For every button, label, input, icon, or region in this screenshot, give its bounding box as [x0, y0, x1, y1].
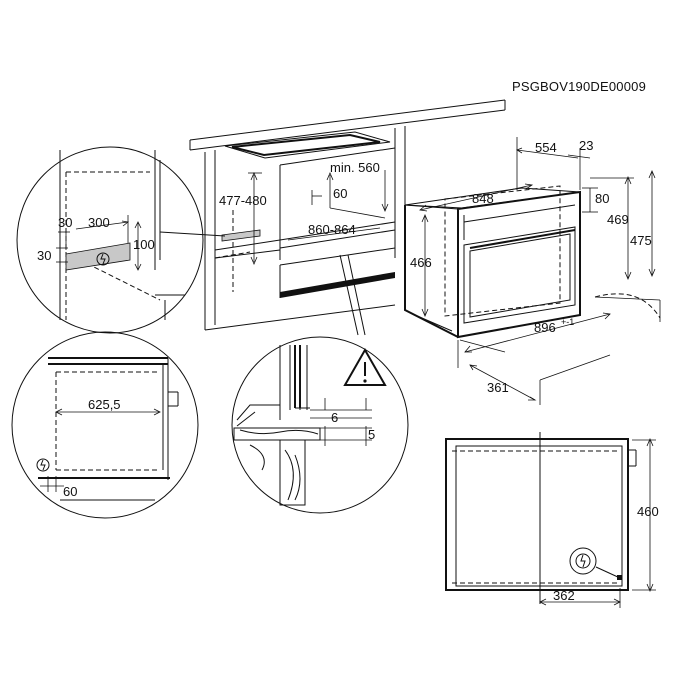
dim-appliance-469: 469: [590, 175, 634, 281]
power-outlet-icon: [575, 553, 591, 569]
label-23: 23: [579, 138, 593, 153]
oven-appliance: [404, 185, 581, 339]
dim-appliance-554: 554: [516, 137, 579, 190]
label-466: 466: [410, 255, 432, 270]
label-475: 475: [630, 233, 652, 248]
dim-appliance-475: 475: [630, 169, 656, 278]
dim-socket-30h: 30: [58, 215, 72, 250]
figure-code: PSGBOV190DE00009: [512, 79, 646, 94]
label-80: 80: [595, 191, 609, 206]
label-554: 554: [535, 140, 557, 155]
dim-appliance-896: 896 +-1: [459, 293, 661, 353]
rear-view: [445, 432, 637, 604]
power-outlet-icon: [36, 458, 50, 472]
label-socket-100: 100: [133, 237, 155, 252]
label-niche-depth: min. 560: [330, 160, 380, 175]
power-outlet-icon: [96, 252, 110, 266]
kitchen-cabinet: [189, 99, 506, 331]
label-niche-height: 477-480: [219, 193, 267, 208]
label-socket-30v: 30: [37, 248, 51, 263]
dim-rear-height: 460: [632, 437, 659, 593]
dim-recess: 60: [311, 186, 347, 205]
dim-appliance-23: 23: [567, 138, 593, 190]
dim-rear-width: 362: [539, 588, 621, 608]
dim-side-offset: 60: [40, 476, 77, 499]
label-recess: 60: [333, 186, 347, 201]
dim-appliance-361: 361: [457, 340, 611, 405]
label-socket-300: 300: [88, 215, 110, 230]
dim-niche-width: 860-864: [287, 222, 381, 241]
label-848: 848: [472, 191, 494, 206]
dim-niche-depth: min. 560: [326, 160, 389, 219]
dim-socket-100: 100: [133, 221, 155, 271]
label-rear-height: 460: [637, 504, 659, 519]
label-361: 361: [487, 380, 509, 395]
dim-appliance-80: 80: [582, 187, 609, 213]
dim-side-width: 625,5: [55, 397, 161, 416]
label-896: 896: [534, 320, 556, 335]
label-socket-30h: 30: [58, 215, 72, 230]
label-section-5: 5: [368, 427, 375, 442]
dim-section-5: 5: [310, 426, 375, 446]
dim-niche-height: 477-480: [219, 171, 267, 266]
label-side-width: 625,5: [88, 397, 121, 412]
warning-triangle-icon: [343, 347, 387, 386]
label-niche-width: 860-864: [308, 222, 356, 237]
detail-circle-section: [231, 254, 409, 514]
dim-socket-300: 300: [75, 215, 129, 243]
dim-section-6: 6: [310, 398, 372, 425]
detail-circle-socket: [16, 146, 226, 334]
detail-circle-side: [11, 331, 199, 519]
dim-appliance-466: 466: [410, 213, 432, 318]
dim-appliance-848: 848: [419, 183, 534, 212]
label-side-offset: 60: [63, 484, 77, 499]
label-section-6: 6: [331, 410, 338, 425]
dim-socket-30v: 30: [37, 247, 68, 263]
label-469: 469: [607, 212, 629, 227]
label-rear-width: 362: [553, 588, 575, 603]
label-896-tolerance: +-1: [561, 317, 574, 327]
